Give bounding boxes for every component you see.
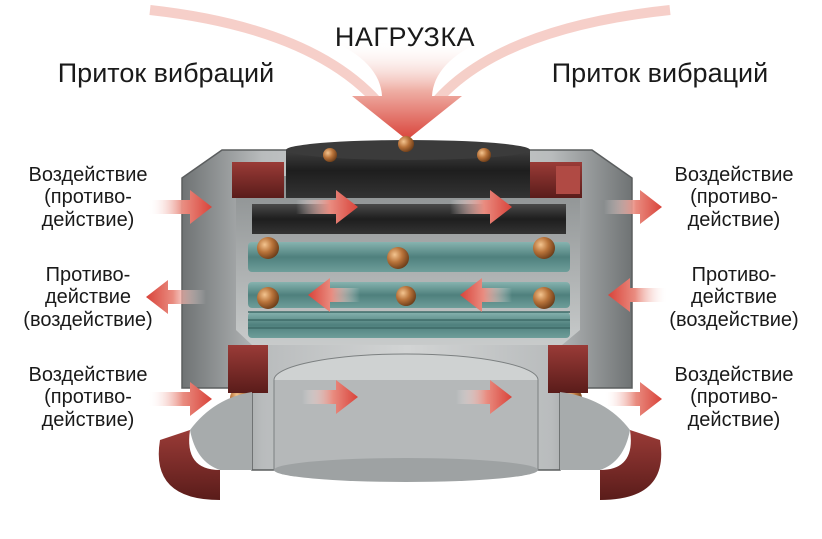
vibration-in-right: Приток вибраций [551, 58, 769, 88]
arrow-inner-1b [450, 190, 512, 224]
arrow-inner-2b [460, 278, 512, 312]
right-label-3: Воздействие (противо- действие) [674, 364, 794, 431]
load-arrow [330, 40, 484, 140]
arrow-left-2-out [146, 280, 206, 314]
arrow-left-1-in [148, 190, 212, 224]
left-label-2: Противо- действие (воздействие) [23, 264, 153, 331]
arrow-inner-3a [302, 380, 358, 414]
top-threads [232, 162, 582, 198]
left-label-3: Воздействие (противо- действие) [28, 364, 148, 431]
rubber-discs [252, 140, 566, 234]
arrow-left-3-in [148, 382, 212, 416]
side-bolts [228, 345, 588, 393]
arrow-right-2-in [608, 278, 668, 312]
arrow-inner-1a [296, 190, 358, 224]
bottom-feet [158, 392, 662, 500]
vibration-in-left: Приток вибраций [57, 58, 275, 88]
arrow-inner-2a [308, 278, 360, 312]
arrow-inner-3b [456, 380, 512, 414]
arrow-right-1-out [604, 190, 662, 224]
right-label-1: Воздействие (противо- действие) [674, 164, 794, 231]
load-title: НАГРУЗКА [334, 22, 476, 52]
right-label-2: Противо- действие (воздействие) [669, 264, 799, 331]
force-arrows [146, 190, 668, 416]
left-label-1: Воздействие (противо- действие) [28, 164, 148, 231]
arrow-right-3-out [604, 382, 662, 416]
